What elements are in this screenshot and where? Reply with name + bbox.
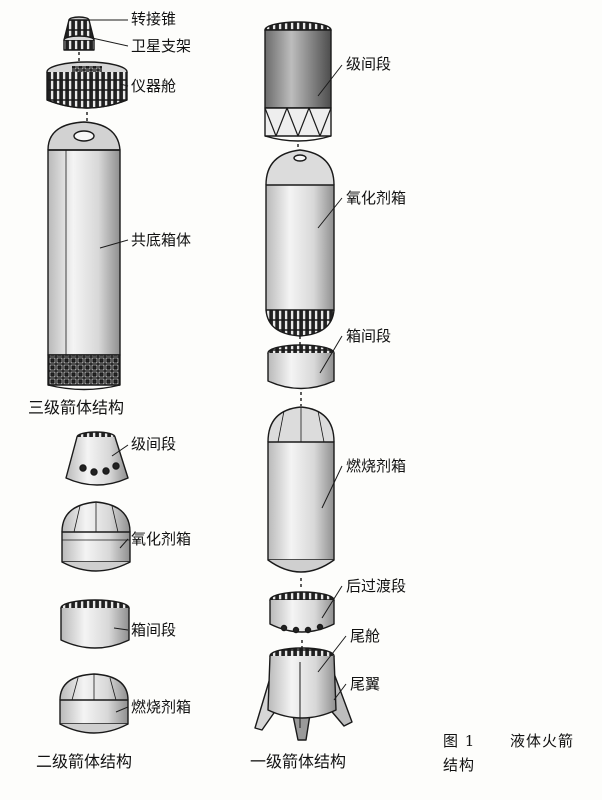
adapter-cone xyxy=(63,16,95,51)
instrument-bay xyxy=(46,61,128,109)
leader-lines xyxy=(86,19,347,713)
stage2-assembly xyxy=(59,431,131,734)
label-adapter-cone: 转接锥 xyxy=(131,10,177,28)
stage2-fuel-tank xyxy=(59,673,129,734)
label-stage2-intertank: 箱间段 xyxy=(131,621,177,639)
figure-title-line2: 结构 xyxy=(443,756,476,774)
stage1-assembly xyxy=(254,21,353,741)
figure-title-line1: 液体火箭 xyxy=(510,732,575,750)
label-stage1-intertank: 箱间段 xyxy=(346,327,392,345)
caption-stage1: 一级箭体结构 xyxy=(250,752,347,771)
stage1-aft-transition xyxy=(269,591,335,634)
label-stage1-interstage: 级间段 xyxy=(346,55,392,73)
label-fins: 尾翼 xyxy=(350,675,381,693)
label-stage1-fuel-tank: 燃烧剂箱 xyxy=(346,457,407,475)
figure-number: 图 1 xyxy=(443,732,476,750)
label-satellite-bracket: 卫星支架 xyxy=(131,37,192,55)
stage2-oxidizer-tank xyxy=(61,501,131,572)
stage1-intertank xyxy=(267,344,335,390)
stage2-intertank xyxy=(60,599,130,649)
stage2-interstage xyxy=(65,431,129,486)
common-bulkhead-tank xyxy=(47,121,121,391)
label-common-bulkhead-tank: 共底箱体 xyxy=(131,231,192,249)
caption-stage3: 三级箭体结构 xyxy=(28,398,125,417)
label-stage2-fuel-tank: 燃烧剂箱 xyxy=(131,698,192,716)
label-instrument-bay: 仪器舱 xyxy=(131,77,177,95)
label-tail-cabin: 尾舱 xyxy=(350,627,381,645)
stage1-oxidizer-tank xyxy=(265,149,335,337)
label-stage2-oxidizer-tank: 氧化剂箱 xyxy=(131,530,192,548)
label-stage2-interstage: 级间段 xyxy=(131,435,177,453)
label-aft-transition: 后过渡段 xyxy=(346,577,407,595)
label-stage1-oxidizer-tank: 氧化剂箱 xyxy=(346,189,407,207)
stage3-assembly xyxy=(46,16,128,391)
stage1-fuel-tank xyxy=(267,406,335,573)
caption-stage2: 二级箭体结构 xyxy=(36,752,133,771)
stage1-tail-and-fins xyxy=(254,647,353,741)
stage1-interstage xyxy=(264,21,332,142)
